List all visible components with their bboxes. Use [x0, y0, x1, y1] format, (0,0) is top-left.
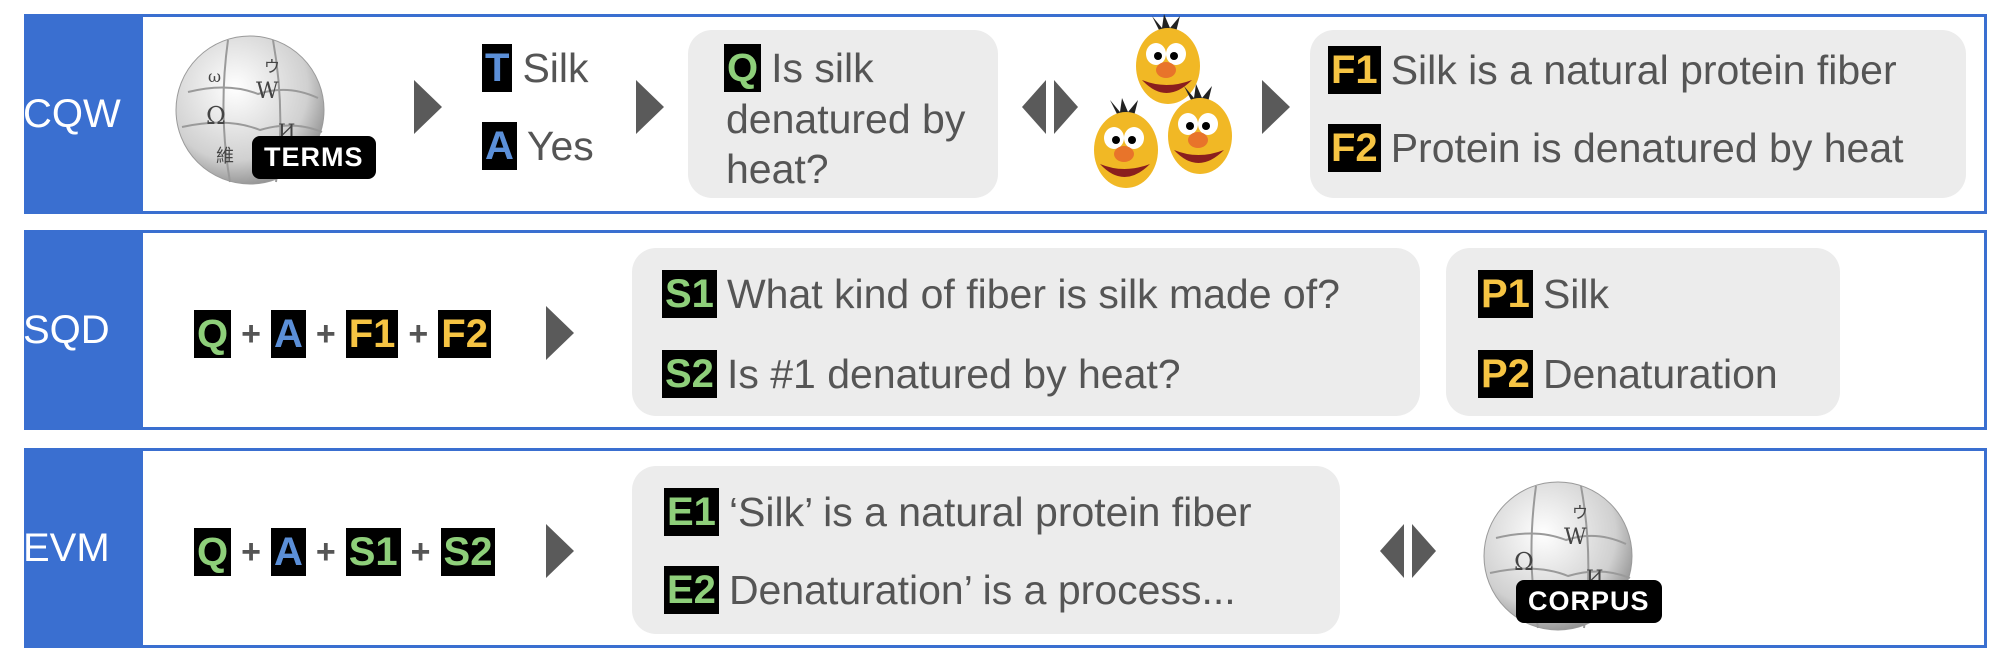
answer-tag: A [482, 122, 517, 170]
question-text-3: heat? [726, 146, 829, 192]
step-2: S2 Is #1 denatured by heat? [662, 350, 1181, 398]
paragraph-1-text: Silk [1542, 270, 1610, 317]
svg-text:Ω: Ω [1514, 548, 1534, 576]
plus-sign: + [241, 314, 261, 353]
paragraph-2: P2 Denaturation [1478, 350, 1778, 398]
svg-text:W: W [1564, 525, 1587, 550]
fact-2-tag: F2 [1328, 124, 1381, 172]
fact-1: F1 Silk is a natural protein fiber [1328, 46, 1897, 94]
svg-text:ウ: ウ [264, 57, 280, 76]
question-text-1: Is silk [771, 44, 874, 91]
fact-1-tag: F1 [1328, 46, 1381, 94]
question-line-3: heat? [726, 146, 829, 193]
sqd-row: SQD [23, 230, 1987, 430]
arrow-right-icon [1262, 80, 1290, 134]
svg-text:Ω: Ω [206, 102, 226, 130]
step-1-tag: S1 [662, 270, 717, 318]
evidence-bubble [632, 466, 1340, 634]
plus-sign: + [408, 314, 429, 353]
svg-text:ω: ω [208, 67, 221, 86]
answer-text: Yes [526, 122, 594, 169]
sqd-input-f1: F1 [345, 310, 399, 358]
terms-badge: TERMS [252, 136, 376, 179]
paragraph-1: P1 Silk [1478, 270, 1609, 318]
arrow-right-icon [414, 80, 442, 134]
evm-row: EVM [23, 448, 1987, 648]
sqd-inputs: Q + A + F1 + F2 [194, 310, 491, 358]
svg-text:W: W [256, 79, 279, 104]
question-tag: Q [724, 44, 762, 92]
evidence-1: E1 ‘Silk’ is a natural protein fiber [664, 488, 1252, 536]
bidirectional-arrow-right-icon [1412, 524, 1436, 578]
sqd-input-q: Q [194, 310, 232, 358]
evm-row-label: EVM [23, 451, 143, 645]
plus-sign: + [410, 532, 431, 571]
svg-text:維: 維 [216, 146, 234, 167]
evidence-1-text: ‘Silk’ is a natural protein fiber [728, 488, 1252, 535]
term-text: Silk [522, 44, 589, 91]
term-tag: T [482, 44, 513, 92]
step-2-text: Is #1 denatured by heat? [726, 350, 1181, 397]
evidence-1-tag: E1 [664, 488, 719, 536]
term-line: T Silk [482, 44, 589, 92]
evidence-2: E2 Denaturation’ is a process... [664, 566, 1236, 614]
evm-input-s2: S2 [440, 528, 496, 576]
fact-1-text: Silk is a natural protein fiber [1390, 46, 1897, 93]
sqd-input-a: A [270, 310, 306, 358]
svg-text:ウ: ウ [1572, 503, 1588, 522]
plus-sign: + [315, 314, 336, 353]
sqd-input-f2: F2 [438, 310, 491, 358]
arrow-right-icon [546, 524, 574, 578]
bidirectional-arrow-left-icon [1380, 524, 1404, 578]
evm-input-a: A [270, 528, 306, 576]
answer-line: A Yes [482, 122, 594, 170]
evm-input-s1: S1 [345, 528, 401, 576]
bidirectional-arrow-right-icon [1054, 80, 1078, 134]
question-text-2: denatured by [726, 96, 966, 142]
sqd-row-label: SQD [23, 233, 143, 427]
step-2-tag: S2 [662, 350, 717, 398]
corpus-badge: CORPUS [1516, 580, 1662, 623]
step-1: S1 What kind of fiber is silk made of? [662, 270, 1340, 318]
bidirectional-arrow-left-icon [1022, 80, 1046, 134]
arrow-right-icon [636, 80, 664, 134]
arrow-right-icon [546, 306, 574, 360]
evidence-2-text: Denaturation’ is a process... [728, 566, 1236, 613]
evm-inputs: Q + A + S1 + S2 [194, 528, 496, 576]
muppet-annotators-icon [1094, 14, 1232, 188]
cqw-row-label: CQW [23, 17, 143, 211]
facts-bubble [1310, 30, 1966, 198]
evidence-2-tag: E2 [664, 566, 719, 614]
question-line-2: denatured by [726, 96, 965, 143]
fact-2: F2 Protein is denatured by heat [1328, 124, 1904, 172]
cqw-row: CQW [23, 14, 1987, 214]
evm-input-q: Q [194, 528, 232, 576]
paragraph-1-tag: P1 [1478, 270, 1533, 318]
plus-sign: + [241, 532, 261, 571]
paragraph-2-text: Denaturation [1542, 350, 1778, 397]
step-1-text: What kind of fiber is silk made of? [726, 270, 1340, 317]
steps-bubble [632, 248, 1420, 416]
paragraph-2-tag: P2 [1478, 350, 1533, 398]
question-line-1: Q Is silk [724, 44, 874, 92]
plus-sign: + [315, 532, 336, 571]
fact-2-text: Protein is denatured by heat [1390, 124, 1904, 171]
